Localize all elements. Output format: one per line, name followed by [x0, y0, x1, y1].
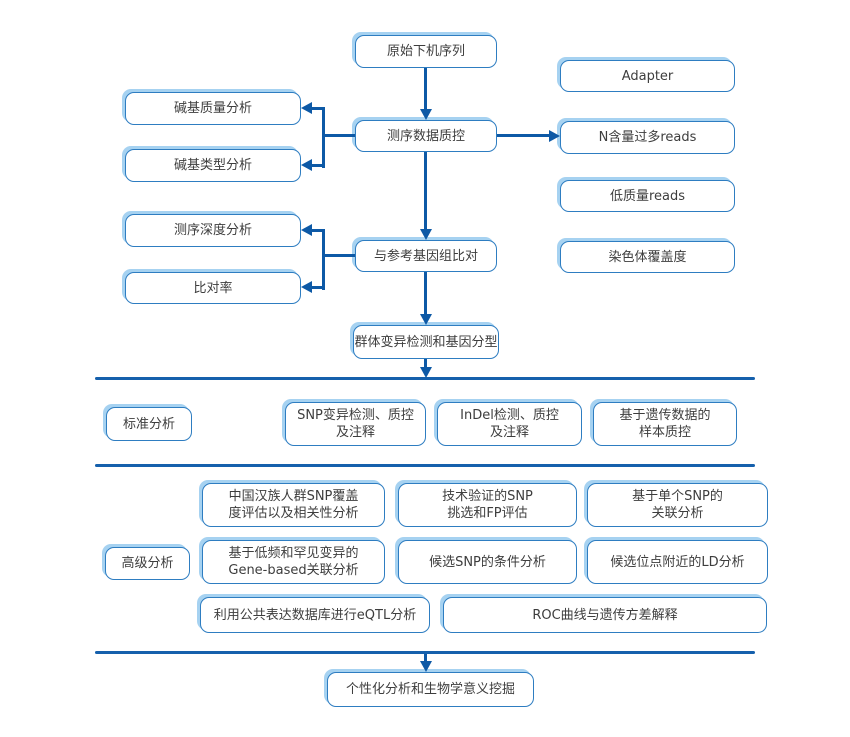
divider-standard-bottom [95, 464, 755, 467]
connector-advanced-to-personalized [424, 654, 427, 662]
node-adapter: Adapter [560, 60, 735, 92]
connector-qc-branch-stem [322, 134, 355, 137]
arrowhead-qc-to-base-type [301, 159, 312, 171]
node-eqtl-analysis: 利用公共表达数据库进行eQTL分析 [200, 597, 430, 633]
node-align-reference: 与参考基因组比对 [355, 240, 497, 272]
node-low-quality-reads: 低质量reads [560, 180, 735, 212]
node-han-snp-coverage: 中国汉族人群SNP覆盖 度评估以及相关性分析 [202, 483, 385, 527]
connector-align-branch-stem [322, 254, 355, 257]
connector-raw-to-qc [424, 68, 427, 110]
section-label-standard: 标准分析 [106, 407, 192, 441]
connector-align-to-depth [309, 229, 324, 232]
connector-align-to-mapping-rate [309, 286, 324, 289]
arrowhead-align-to-depth [301, 224, 312, 236]
divider-standard-top [95, 377, 755, 380]
connector-qc-to-ncontent [497, 134, 549, 137]
node-n-content-reads: N含量过多reads [560, 121, 735, 154]
node-seq-data-qc: 测序数据质控 [355, 120, 497, 152]
node-variant-genotyping: 群体变异检测和基因分型 [353, 325, 499, 359]
node-roc-curve: ROC曲线与遗传方差解释 [443, 597, 767, 633]
connector-align-branch-vertical [322, 229, 325, 290]
node-personalized: 个性化分析和生物学意义挖掘 [327, 672, 534, 707]
node-mapping-rate: 比对率 [125, 272, 301, 304]
section-label-advanced: 高级分析 [105, 547, 190, 580]
node-indel-detection: InDel检测、质控 及注释 [437, 402, 582, 446]
arrowhead-qc-to-base-quality [301, 102, 312, 114]
node-seq-depth: 测序深度分析 [125, 214, 301, 247]
arrowhead-align-to-variant [420, 314, 432, 325]
connector-qc-to-align [424, 152, 427, 230]
node-single-snp-assoc: 基于单个SNP的 关联分析 [587, 483, 768, 527]
arrowhead-qc-to-ncontent [549, 130, 560, 142]
arrowhead-qc-to-align [420, 229, 432, 240]
node-tech-validated-snp: 技术验证的SNP 挑选和FP评估 [398, 483, 577, 527]
arrowhead-raw-to-qc [420, 109, 432, 120]
arrowhead-align-to-mapping-rate [301, 281, 312, 293]
node-raw-sequence: 原始下机序列 [355, 35, 497, 68]
divider-advanced-bottom [95, 651, 755, 654]
arrowhead-variant-to-standard [420, 367, 432, 378]
arrowhead-advanced-to-personalized [420, 661, 432, 672]
connector-qc-branch-vertical [322, 107, 325, 168]
connector-variant-to-standard [424, 359, 427, 367]
node-base-type: 碱基类型分析 [125, 149, 301, 182]
node-conditional-analysis: 候选SNP的条件分析 [398, 540, 577, 584]
node-gene-based-assoc: 基于低频和罕见变异的 Gene-based关联分析 [202, 540, 385, 584]
connector-qc-to-base-type [309, 164, 324, 167]
node-sample-qc: 基于遗传数据的 样本质控 [593, 402, 737, 446]
node-snp-detection: SNP变异检测、质控 及注释 [285, 402, 426, 446]
connector-align-to-variant [424, 272, 427, 315]
node-base-quality: 碱基质量分析 [125, 92, 301, 125]
node-chromosome-coverage: 染色体覆盖度 [560, 241, 735, 273]
connector-qc-to-base-quality [309, 107, 324, 110]
node-ld-analysis: 候选位点附近的LD分析 [587, 540, 768, 584]
